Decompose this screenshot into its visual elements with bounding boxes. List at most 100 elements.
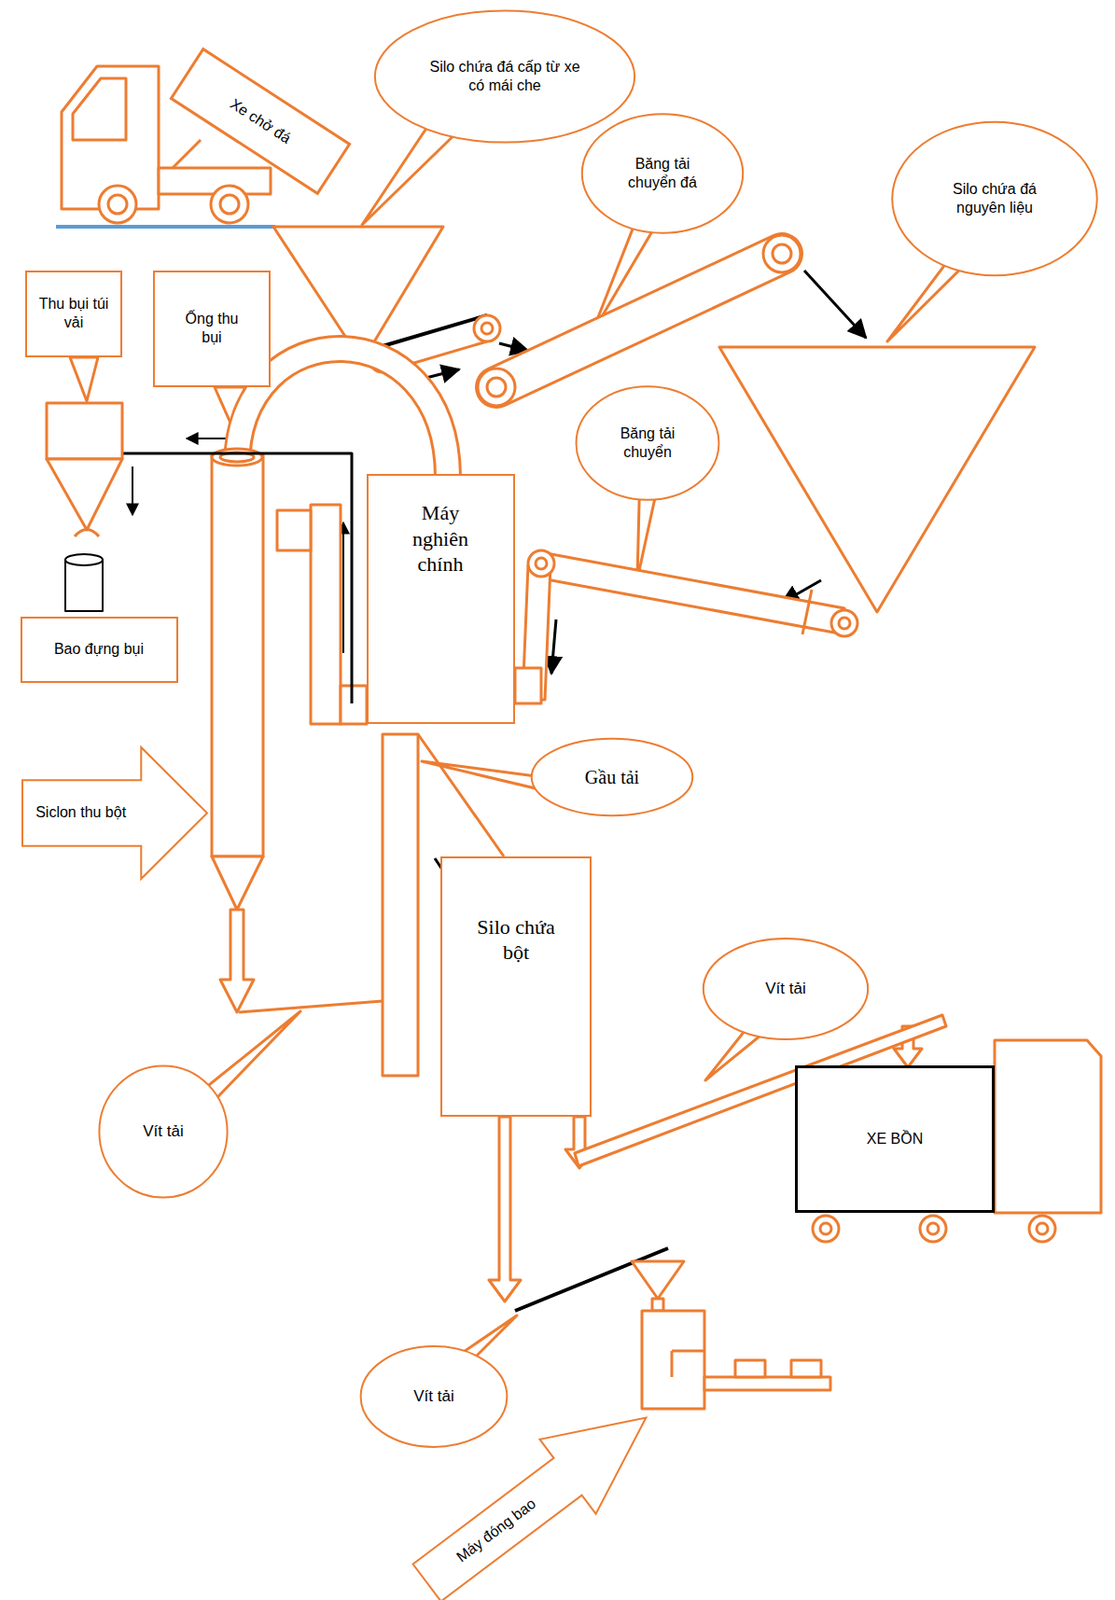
- node-label: XE BỒN: [866, 1129, 923, 1149]
- text-group: Vít tải: [765, 978, 806, 999]
- text-group: Băng tải chuyển đá: [621, 154, 704, 193]
- raw-stone-silo: [719, 347, 1035, 613]
- text-group: Vít tải: [413, 1386, 454, 1407]
- callout-bubble: Băng tải chuyển: [574, 385, 721, 502]
- node-label: Bao đựng bụi: [54, 640, 144, 659]
- feed-conveyor: [515, 550, 858, 704]
- raw-stone-silo: [719, 347, 1035, 613]
- feed-conveyor: [515, 668, 542, 704]
- truck-cab: [72, 78, 126, 140]
- bag-filter: [46, 459, 123, 530]
- grinder-elevator: [340, 685, 367, 725]
- tanker-truck: [812, 1215, 839, 1242]
- bagging-machine: [652, 1298, 664, 1311]
- node-label: Ống thu bụi: [182, 309, 242, 348]
- tanker-truck: [919, 1215, 947, 1242]
- text-group: XE BỒN: [866, 1129, 923, 1149]
- truck-cab: [158, 167, 271, 195]
- truck-dump-bed: Xe chở đá: [168, 47, 351, 196]
- cyclone: [211, 856, 264, 910]
- text-group: Silo chứa đá nguyên liệu: [932, 180, 1058, 218]
- text-group: Xe chở đá: [226, 95, 295, 149]
- short-conveyor: [473, 315, 501, 342]
- bagging-machine: [671, 1350, 705, 1353]
- node-label: Silo chứa đá nguyên liệu: [932, 180, 1058, 218]
- tanker-truck: [1036, 1223, 1048, 1235]
- arrow-outline: [399, 1380, 675, 1600]
- grinder-elevator: [310, 504, 341, 725]
- powder-silo: Silo chứa bột: [440, 856, 592, 1117]
- tanker-truck: [927, 1223, 939, 1235]
- callout-bubble: Gầu tải: [529, 738, 695, 817]
- cyclone: [211, 448, 263, 466]
- callout-ellipse: [372, 9, 638, 144]
- cyclone: [238, 1001, 383, 1013]
- node-label: Băng tải chuyển: [607, 424, 688, 462]
- bagging-machine: [631, 1261, 831, 1409]
- callout-box: Ống thu bụi: [153, 270, 271, 388]
- ground-line: [55, 225, 276, 229]
- truck-cab: [98, 185, 137, 223]
- callout-box: Thu bụi túi vải: [25, 270, 123, 358]
- bucket-elevator: [418, 734, 504, 857]
- callout-ellipse: [574, 385, 721, 502]
- bag-filter: [46, 403, 123, 460]
- cyclone: [220, 909, 254, 1013]
- tanker-truck: [820, 1223, 832, 1235]
- flow-arrow: [551, 619, 557, 674]
- node-label: Siclon thu bột: [35, 803, 126, 823]
- callout-bubble: Vít tải: [97, 1064, 229, 1199]
- callout-bubble: Silo chứa đá cấp từ xe có mái che: [372, 9, 638, 144]
- feed-conveyor: [535, 557, 547, 570]
- callout-ellipse: [98, 1065, 227, 1198]
- bag-filter: [74, 529, 99, 538]
- cyclone: [211, 448, 383, 1013]
- feed-conveyor: [838, 617, 851, 629]
- node-label: Silo chứa đá cấp từ xe có mái che: [428, 57, 583, 96]
- callout-bubble: Silo chứa đá nguyên liệu: [890, 120, 1100, 278]
- node-label: Vít tải: [765, 978, 806, 999]
- bagging-machine: [735, 1360, 766, 1378]
- tanker-body: XE BỒN: [794, 1065, 995, 1213]
- callout-ellipse: [703, 938, 868, 1040]
- truck-cab: [210, 185, 249, 223]
- text-group: Siclon thu bột: [35, 803, 126, 823]
- truck-cab: [172, 139, 201, 168]
- bagging-machine: [670, 1351, 674, 1378]
- grinder-elevator: [277, 510, 311, 551]
- stone-conveyor: [487, 377, 506, 397]
- text-group: Băng tải chuyển: [607, 424, 688, 462]
- callout-bubble: Băng tải chuyển đá: [580, 112, 745, 235]
- short-conveyor: [382, 315, 488, 347]
- bagging-machine: [791, 1360, 822, 1378]
- flow-arrow: [342, 522, 345, 654]
- feed-conveyor: [541, 552, 845, 635]
- callout-ellipse: [580, 112, 745, 235]
- grinder-elevator: [277, 504, 367, 725]
- bucket-elevator: [382, 734, 419, 1076]
- truck-cab: [220, 195, 239, 214]
- flow-arrow: [131, 466, 134, 516]
- outlet-arrow: [488, 1116, 521, 1302]
- grinder-box: Máy nghiên chính: [366, 473, 516, 725]
- callout-ellipse: [361, 1346, 508, 1448]
- callout-ellipse: [892, 122, 1098, 277]
- dust-bag: [65, 554, 103, 612]
- arrow-outline: [22, 746, 208, 879]
- node-label: Xe chở đá: [226, 95, 295, 149]
- dust-bag: [65, 554, 103, 566]
- node-label: Vít tải: [413, 1386, 454, 1407]
- short-conveyor: [481, 322, 493, 335]
- dust-bag-label: Bao đựng bụi: [20, 616, 179, 683]
- callout-bubble: Vít tải: [359, 1345, 509, 1449]
- callout-ellipse: [531, 738, 693, 816]
- flow-arrow: [499, 343, 529, 351]
- callout-bubble: Vít tải: [701, 937, 870, 1041]
- node-label: Máy nghiên chính: [403, 500, 478, 578]
- stone-conveyor: [763, 235, 801, 273]
- flow-arrow: [804, 270, 866, 338]
- text-group: Ống thu bụi: [182, 309, 242, 348]
- callout-ellipse: [375, 10, 635, 142]
- truck-cab: [108, 195, 127, 214]
- node-label: Gầu tải: [585, 766, 640, 790]
